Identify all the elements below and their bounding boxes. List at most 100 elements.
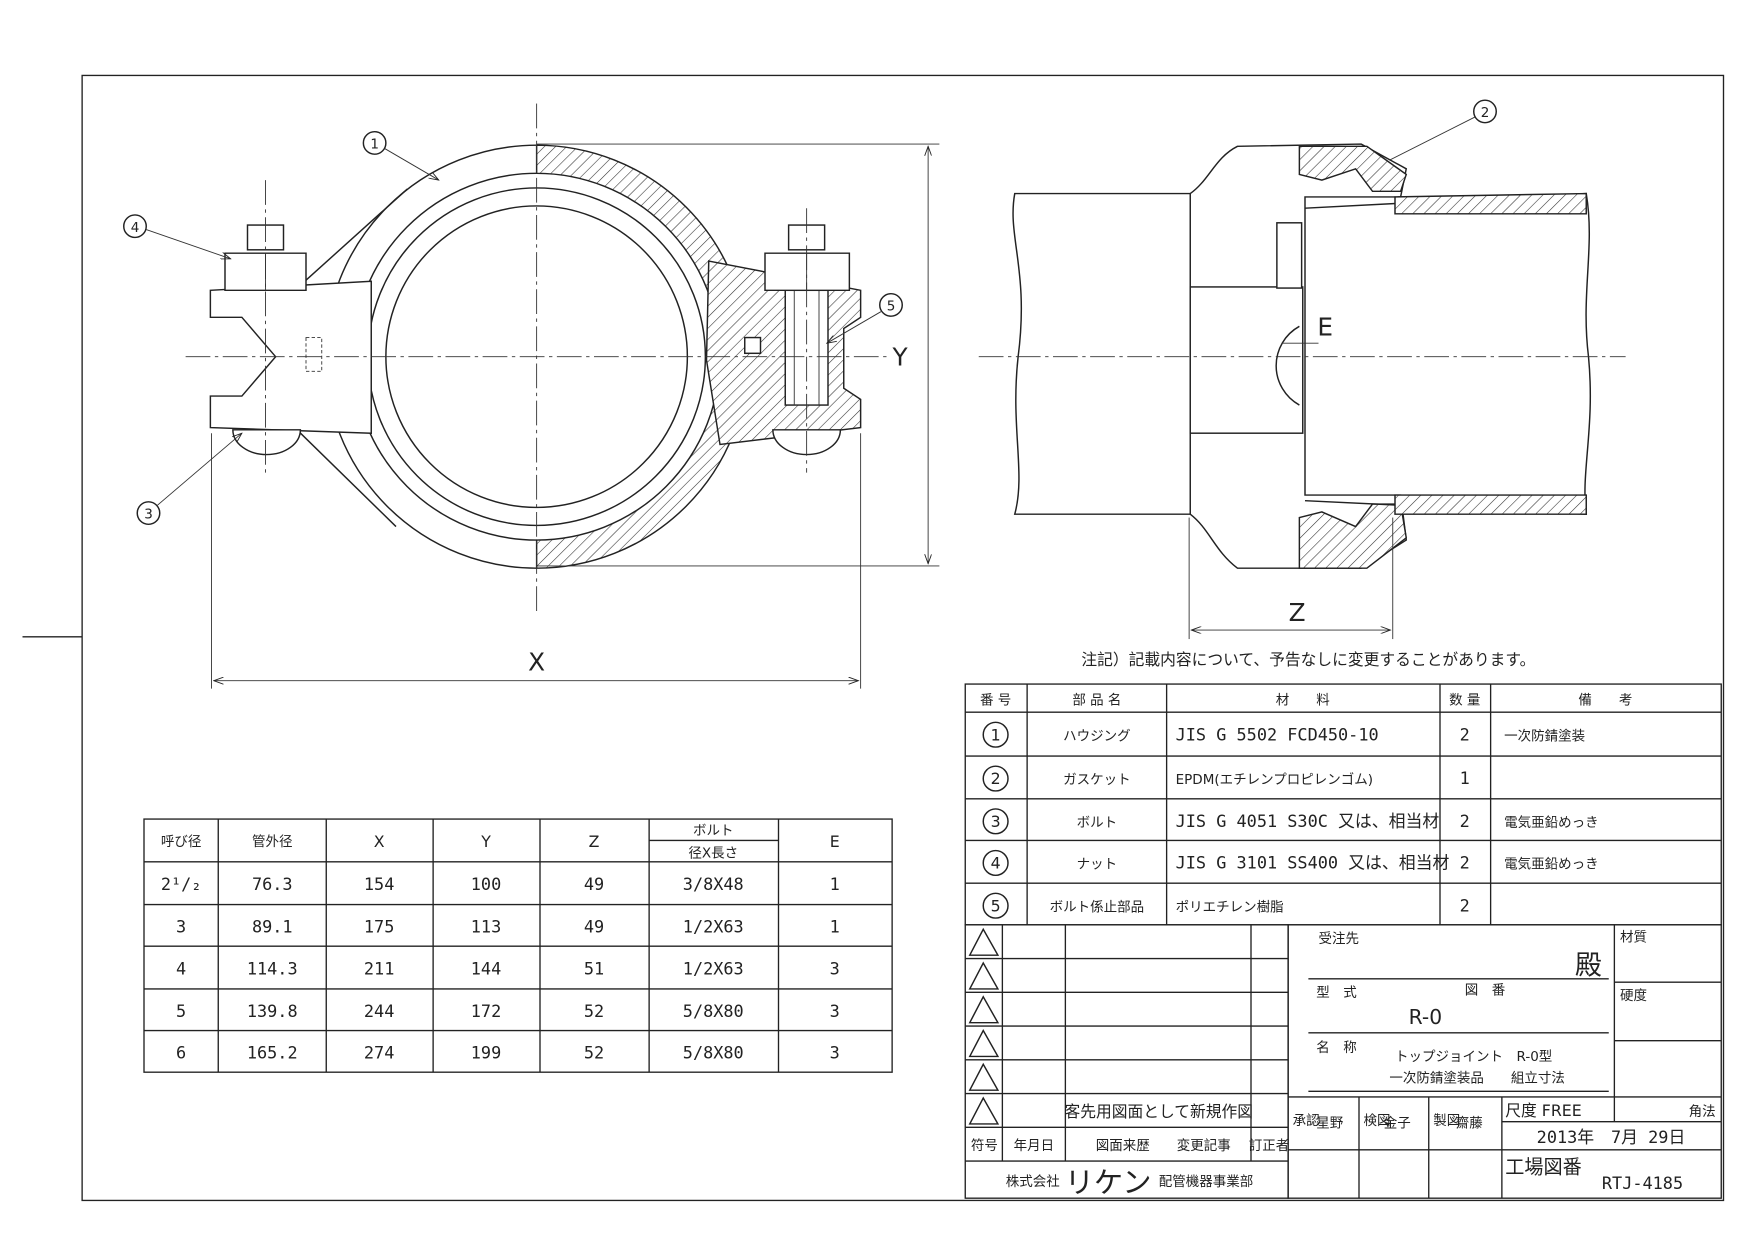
- svg-text:星野: 星野: [1316, 1115, 1344, 1131]
- part-quantity: 2: [1460, 895, 1470, 915]
- drawing-border: [81, 74, 1725, 1202]
- revision-block: 客先用図面として新規作図 符号 年月日 図面来歴 変更記事 訂正者 株式会社 リ…: [964, 924, 1290, 1200]
- svg-text:名 称: 名 称: [1316, 1040, 1357, 1056]
- revision-triangle-icon: [968, 1029, 1000, 1058]
- svg-text:数 量: 数 量: [1449, 692, 1480, 708]
- part-number: 2: [991, 769, 1001, 788]
- svg-text:製図: 製図: [1433, 1113, 1460, 1129]
- size-cell: 51: [584, 958, 604, 978]
- size-cell: 274: [364, 1043, 394, 1063]
- svg-text:金子: 金子: [1384, 1115, 1411, 1131]
- svg-text:2013年 7月 29日: 2013年 7月 29日: [1537, 1127, 1686, 1147]
- svg-text:トップジョイント R-0型: トップジョイント R-0型: [1395, 1049, 1552, 1065]
- size-cell: 52: [584, 1043, 604, 1063]
- revision-note: 注記）記載内容について、予告なしに変更することがあります。: [1081, 650, 1535, 669]
- part-number: 3: [991, 812, 1001, 831]
- svg-text:呼び径: 呼び径: [161, 834, 202, 850]
- svg-text:部 品 名: 部 品 名: [1072, 692, 1121, 708]
- company-prefix: 株式会社: [1006, 1174, 1060, 1190]
- revision-triangle-icon: [968, 961, 1000, 990]
- dim-z-label: Z: [1289, 598, 1306, 627]
- size-cell: 49: [584, 917, 604, 937]
- part-name: ボルト: [1077, 815, 1118, 831]
- svg-text:変更記事: 変更記事: [1177, 1137, 1231, 1154]
- callout-5: 5: [827, 292, 903, 344]
- svg-text:X: X: [374, 832, 385, 851]
- size-cell: 3: [830, 1043, 840, 1063]
- size-cell: 6: [176, 1043, 186, 1063]
- svg-text:備 考: 備 考: [1578, 692, 1632, 708]
- size-cell: 89.1: [252, 917, 293, 937]
- svg-text:2: 2: [1481, 105, 1490, 121]
- part-name: ハウジング: [1063, 728, 1131, 744]
- svg-text:型 式: 型 式: [1316, 985, 1357, 1001]
- part-number: 4: [991, 854, 1001, 873]
- size-cell: 1/2X63: [683, 958, 744, 978]
- svg-text:材質: 材質: [1620, 930, 1647, 946]
- part-material: EPDM(エチレンプロピレンゴム): [1176, 771, 1373, 788]
- size-cell: 172: [471, 1001, 501, 1021]
- part-material: JIS G 4051 S30C 又は、相当材: [1176, 811, 1440, 831]
- size-cell: 154: [364, 874, 394, 894]
- factory-drawing-number: RTJ-4185: [1602, 1173, 1683, 1193]
- svg-text:材 料: 材 料: [1276, 692, 1330, 708]
- part-remarks: 電気亜鉛めっき: [1504, 815, 1599, 831]
- company-division: 配管機器事業部: [1159, 1174, 1254, 1190]
- size-cell: 2¹/₂: [161, 874, 202, 894]
- revision-triangle-icon: [968, 995, 1000, 1024]
- svg-text:工場図番: 工場図番: [1505, 1155, 1581, 1178]
- svg-text:5: 5: [887, 299, 896, 315]
- size-cell: 211: [364, 958, 394, 978]
- svg-text:尺度 FREE: 尺度 FREE: [1505, 1101, 1581, 1120]
- parts-table-row: 3 ボルト JIS G 4051 S30C 又は、相当材 2 電気亜鉛めっき: [982, 808, 1599, 835]
- svg-text:図面来歴: 図面来歴: [1096, 1138, 1150, 1154]
- dim-x-label: X: [528, 648, 545, 677]
- svg-text:図 番: 図 番: [1465, 983, 1506, 999]
- front-view: X Y: [185, 103, 940, 689]
- part-quantity: 2: [1460, 811, 1470, 831]
- svg-text:年月日: 年月日: [1014, 1138, 1055, 1154]
- part-remarks: 電気亜鉛めっき: [1504, 857, 1599, 873]
- size-cell: 3/8X48: [683, 874, 744, 894]
- svg-text:訂正者: 訂正者: [1249, 1138, 1290, 1154]
- size-cell: 5/8X80: [683, 1043, 744, 1063]
- svg-text:承認: 承認: [1293, 1113, 1321, 1129]
- size-cell: 113: [471, 917, 501, 937]
- svg-text:3: 3: [144, 507, 153, 523]
- svg-text:管外径: 管外径: [252, 834, 293, 850]
- callout-1: 1: [362, 130, 438, 180]
- svg-text:径X長さ: 径X長さ: [688, 845, 738, 861]
- svg-text:符号: 符号: [971, 1138, 998, 1154]
- size-cell: 114.3: [247, 958, 298, 978]
- part-material: JIS G 3101 SS400 又は、相当材: [1176, 853, 1450, 873]
- size-cell: 100: [471, 874, 501, 894]
- size-cell: 5: [176, 1001, 186, 1021]
- part-name: ガスケット: [1063, 772, 1131, 788]
- svg-text:ボルト: ボルト: [693, 823, 734, 839]
- part-quantity: 2: [1460, 853, 1470, 873]
- model-number: R-0: [1409, 1005, 1442, 1029]
- svg-text:Z: Z: [589, 832, 600, 851]
- svg-text:客先用図面として新規作図: 客先用図面として新規作図: [1064, 1102, 1253, 1121]
- size-cell: 49: [584, 874, 604, 894]
- size-cell: 175: [364, 917, 394, 937]
- side-view: E Z: [978, 143, 1626, 640]
- size-cell: 1: [830, 917, 840, 937]
- title-block: 受注先 殿 型 式 図 番 R-0 名 称 トップジョイント R-0型 一次防錆…: [1287, 924, 1722, 1199]
- svg-text:番 号: 番 号: [980, 692, 1011, 708]
- size-cell: 1: [830, 874, 840, 894]
- size-cell: 244: [364, 1001, 394, 1021]
- revision-triangle-icon: [968, 1096, 1000, 1125]
- company-name: リケン: [1065, 1166, 1152, 1200]
- size-cell: 199: [471, 1043, 501, 1063]
- size-cell: 139.8: [247, 1001, 298, 1021]
